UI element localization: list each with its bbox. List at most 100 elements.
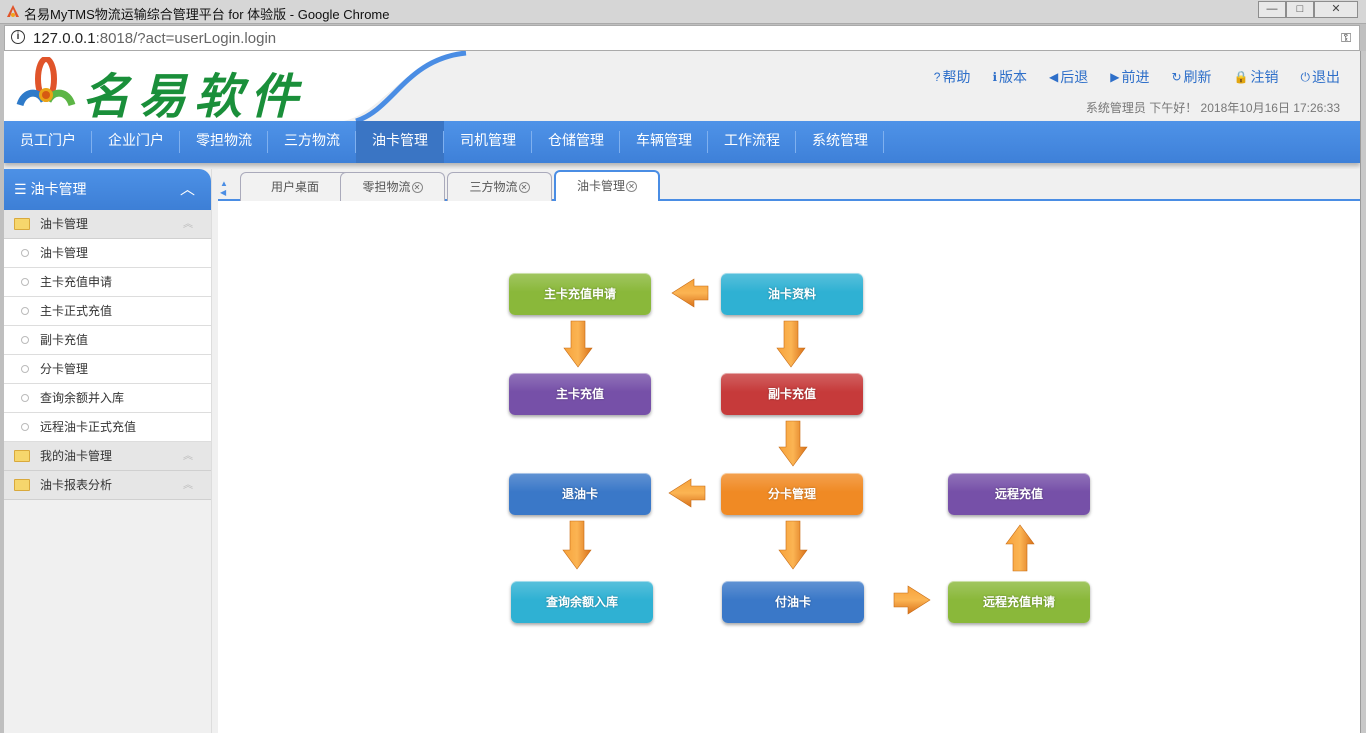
sidebar-item[interactable]: 主卡充值申请 (4, 268, 211, 297)
url-host: 127.0.0.1 (33, 30, 96, 47)
flow-node-pay-card[interactable]: 付油卡 (722, 581, 864, 623)
minimize-button[interactable]: — (1258, 1, 1286, 18)
flow-node-remote-recharge-request[interactable]: 远程充值申请 (948, 581, 1090, 623)
bullet-icon (21, 307, 29, 315)
arrow-down (563, 320, 593, 368)
nav-item-driver[interactable]: 司机管理 (444, 121, 532, 163)
tab-scroll-arrows[interactable]: ▲◀ (220, 179, 228, 197)
back-link[interactable]: ◀后退 (1049, 67, 1088, 87)
key-icon[interactable]: ⚿ (1341, 30, 1351, 45)
sidebar-item[interactable]: 油卡管理 (4, 239, 211, 268)
sidebar-item[interactable]: 查询余额并入库 (4, 384, 211, 413)
refresh-link[interactable]: ↻刷新 (1171, 67, 1211, 87)
sidebar-item[interactable]: 副卡充值 (4, 326, 211, 355)
sidebar-title: 油卡管理 (30, 181, 87, 197)
sidebar-item[interactable]: 远程油卡正式充值 (4, 413, 211, 442)
group-label: 油卡报表分析 (40, 478, 113, 492)
nav-item-workflow[interactable]: 工作流程 (708, 121, 796, 163)
flow-node-balance-query-inbound[interactable]: 查询余额入库 (511, 581, 653, 623)
arrow-right (893, 585, 931, 615)
flow-arrows (562, 278, 1035, 615)
window-scrollbar[interactable] (1360, 51, 1366, 733)
help-icon: ? (933, 70, 941, 84)
forward-label: 前进 (1121, 69, 1150, 85)
tab-fuel-card[interactable]: 油卡管理✕ (554, 170, 660, 201)
nav-item-vehicle[interactable]: 车辆管理 (620, 121, 708, 163)
logout-label: 注销 (1250, 69, 1279, 85)
tab-strip: ▲◀ 用户桌面 零担物流✕ 三方物流✕ 油卡管理✕ (218, 169, 1360, 201)
sidebar-item[interactable]: 主卡正式充值 (4, 297, 211, 326)
tab-container: ▲◀ 用户桌面 零担物流✕ 三方物流✕ 油卡管理✕ (218, 169, 1360, 733)
help-label: 帮助 (942, 69, 971, 85)
exit-link[interactable]: ⏻退出 (1301, 67, 1341, 87)
nav-item-ltl-logistics[interactable]: 零担物流 (180, 121, 268, 163)
logo-area: 名易软件 (4, 51, 474, 125)
collapse-icon[interactable]: ︿ (179, 181, 195, 198)
sidebar-header[interactable]: ☰ 油卡管理 ︿ (4, 169, 211, 210)
logout-link[interactable]: 🔒注销 (1234, 67, 1279, 87)
refresh-icon: ↻ (1171, 70, 1182, 84)
flow-node-sub-card-recharge[interactable]: 副卡充值 (721, 373, 863, 415)
flow-node-main-card-recharge-request[interactable]: 主卡充值申请 (509, 273, 651, 315)
tab-3pl[interactable]: 三方物流✕ (447, 172, 552, 201)
header-swoosh (344, 51, 474, 121)
greeting-text: 系统管理员 下午好！ 2018年10月16日 17:26:33 (1085, 101, 1340, 115)
help-link[interactable]: ?帮助 (934, 67, 971, 87)
maximize-button[interactable]: □ (1286, 1, 1314, 18)
bullet-icon (21, 278, 29, 286)
arrow-down (778, 520, 808, 570)
nav-item-enterprise-portal[interactable]: 企业门户 (92, 121, 180, 163)
arrow-down (562, 520, 592, 570)
folder-icon (14, 218, 30, 230)
refresh-label: 刷新 (1183, 69, 1212, 85)
folder-icon (14, 450, 30, 462)
flow-node-main-card-recharge[interactable]: 主卡充值 (509, 373, 651, 415)
tab-close-icon[interactable]: ✕ (518, 182, 530, 194)
forward-link[interactable]: ▶前进 (1110, 67, 1149, 87)
info-icon[interactable]: i (11, 30, 25, 44)
lock-icon: 🔒 (1233, 70, 1249, 84)
exit-label: 退出 (1312, 69, 1340, 85)
sidebar-group[interactable]: 油卡报表分析︽ (4, 471, 211, 500)
nav-item-fuel-card[interactable]: 油卡管理 (356, 121, 444, 163)
tab-label: 零担物流 (362, 180, 411, 194)
flow-node-return-card[interactable]: 退油卡 (509, 473, 651, 515)
nav-item-system[interactable]: 系统管理 (796, 121, 884, 163)
version-label: 版本 (999, 69, 1028, 85)
nav-item-warehouse[interactable]: 仓储管理 (532, 121, 620, 163)
logo-text: 名易软件 (82, 69, 307, 125)
back-icon: ◀ (1049, 70, 1059, 84)
bullet-icon (21, 394, 29, 402)
item-label: 查询余额并入库 (40, 391, 125, 405)
tab-user-desktop[interactable]: 用户桌面 (240, 172, 350, 201)
arrow-down (778, 420, 808, 467)
sidebar-group[interactable]: 我的油卡管理︽ (4, 442, 211, 471)
power-icon: ⏻ (1300, 69, 1311, 84)
address-bar[interactable]: i 127.0.0.1:8018/?act=userLogin.login ⚿ (4, 25, 1360, 51)
arrow-up (1005, 524, 1035, 572)
tab-ltl-logistics[interactable]: 零担物流✕ (340, 172, 445, 201)
sidebar-group[interactable]: 油卡管理︽ (4, 210, 211, 239)
nav-item-3pl[interactable]: 三方物流 (268, 121, 356, 163)
nav-item-employee-portal[interactable]: 员工门户 (4, 121, 92, 163)
tab-close-icon[interactable]: ✕ (411, 182, 423, 194)
url-text[interactable]: 127.0.0.1:8018/?act=userLogin.login (33, 30, 276, 47)
tab-close-icon[interactable]: ✕ (626, 181, 637, 193)
flow-node-fuel-card-info[interactable]: 油卡资料 (721, 273, 863, 315)
bullet-icon (21, 336, 29, 344)
sidebar-item[interactable]: 分卡管理 (4, 355, 211, 384)
app-logo-icon (7, 5, 19, 17)
chevron-up-icon: ︽ (183, 451, 193, 462)
item-label: 远程油卡正式充值 (40, 420, 137, 434)
info-icon: ℹ (992, 70, 998, 84)
flow-node-remote-recharge[interactable]: 远程充值 (948, 473, 1090, 515)
arrow-left (668, 478, 706, 508)
flow-node-split-card-management[interactable]: 分卡管理 (721, 473, 863, 515)
close-button[interactable]: ✕ (1314, 1, 1358, 18)
sidebar: ☰ 油卡管理 ︿ 油卡管理︽ 油卡管理 主卡充值申请 主卡正式充值 副卡充值 分… (4, 169, 212, 733)
group-label: 油卡管理 (40, 217, 89, 231)
